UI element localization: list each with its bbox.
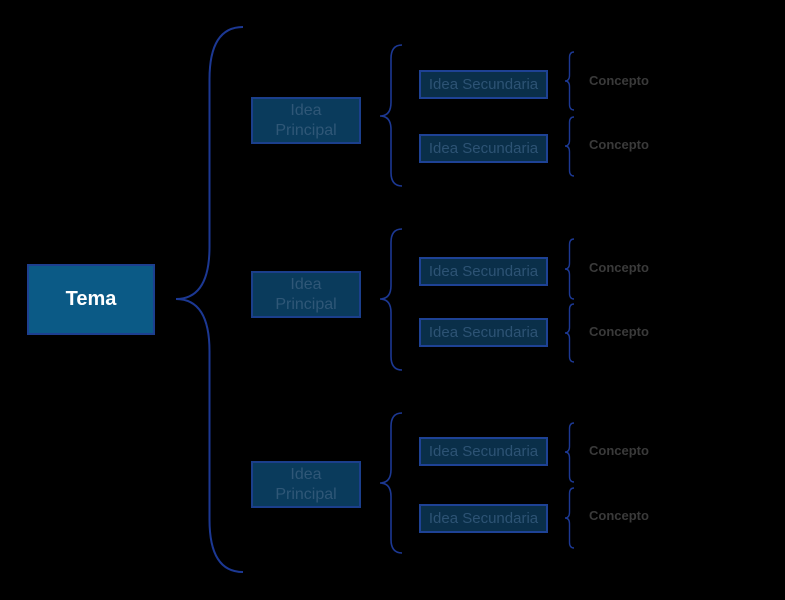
concept-label-3-1: Concepto	[589, 443, 649, 458]
secondary-idea-node-1-2[interactable]: Idea Secundaria	[419, 134, 548, 163]
brace-concept-3-2	[564, 487, 575, 549]
secondary-idea-node-1-1[interactable]: Idea Secundaria	[419, 70, 548, 99]
topic-node[interactable]: Tema	[27, 264, 155, 335]
concept-label-2-2: Concepto	[589, 324, 649, 339]
concept-label-1-1: Concepto	[589, 73, 649, 88]
concept-label-1-2: Concepto	[589, 137, 649, 152]
main-idea-node-1[interactable]: Idea Principal	[251, 97, 361, 144]
concept-label-3-2: Concepto	[589, 508, 649, 523]
brace-branch-3	[379, 412, 403, 554]
concept-label-2-1: Concepto	[589, 260, 649, 275]
brace-concept-2-1	[564, 238, 575, 300]
secondary-idea-node-3-1[interactable]: Idea Secundaria	[419, 437, 548, 466]
brace-concept-1-2	[564, 116, 575, 177]
brace-branch-1	[379, 44, 403, 187]
brace-concept-1-1	[564, 51, 575, 111]
secondary-idea-node-3-2[interactable]: Idea Secundaria	[419, 504, 548, 533]
main-idea-node-3[interactable]: Idea Principal	[251, 461, 361, 508]
brace-concept-3-1	[564, 422, 575, 483]
brace-concept-2-2	[564, 303, 575, 363]
secondary-idea-node-2-1[interactable]: Idea Secundaria	[419, 257, 548, 286]
brace-topic	[175, 26, 244, 573]
main-idea-node-2[interactable]: Idea Principal	[251, 271, 361, 318]
brace-branch-2	[379, 228, 403, 371]
secondary-idea-node-2-2[interactable]: Idea Secundaria	[419, 318, 548, 347]
